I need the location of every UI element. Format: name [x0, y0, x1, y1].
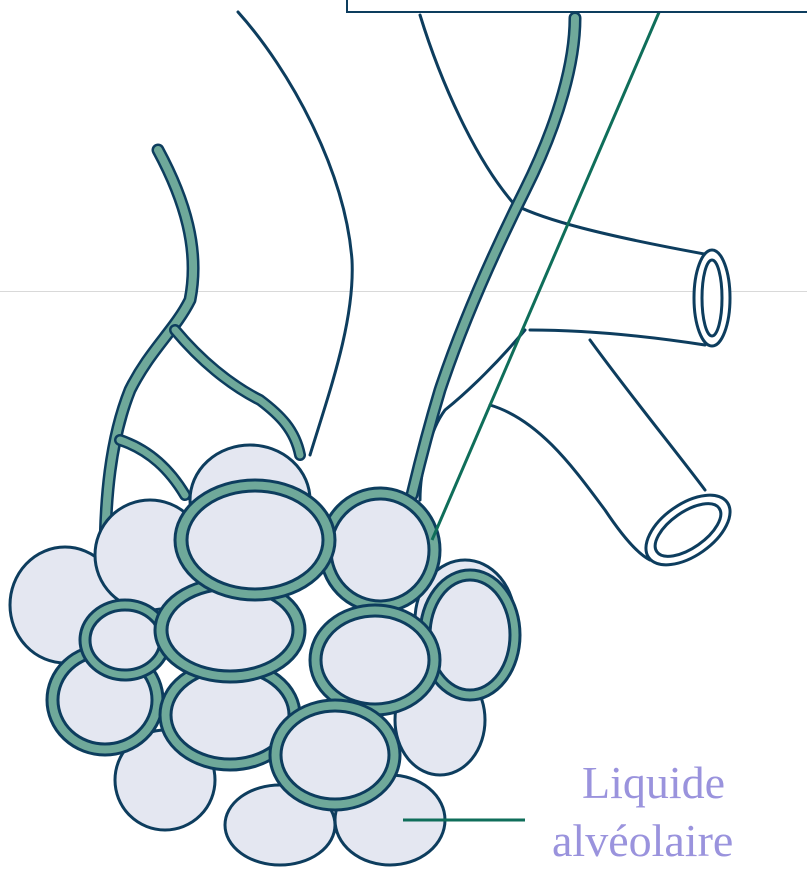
- top-callout-box: [346, 0, 807, 13]
- bronchiole-outline-left: [238, 12, 352, 455]
- alveolus-rimmed: [310, 605, 440, 715]
- branch-outline-bottom: [490, 405, 650, 560]
- alveolus-rimmed: [270, 700, 400, 810]
- bronchus-outline-mid: [515, 205, 710, 255]
- bronchiole-opening-lower: [634, 481, 742, 579]
- alveolus-rimmed: [320, 488, 440, 612]
- pointer-line-top: [432, 10, 660, 540]
- bronchus-outline-lower: [530, 330, 705, 345]
- bronchus-outline-left: [420, 15, 515, 205]
- capillary-branch-a: [175, 330, 300, 455]
- capillary-main-vessel: [412, 18, 575, 495]
- branch-outline-top: [590, 340, 705, 490]
- bronchiole-opening-upper: [694, 250, 730, 346]
- capillary-branch-b: [120, 440, 185, 495]
- alveolus-rimmed: [175, 480, 335, 600]
